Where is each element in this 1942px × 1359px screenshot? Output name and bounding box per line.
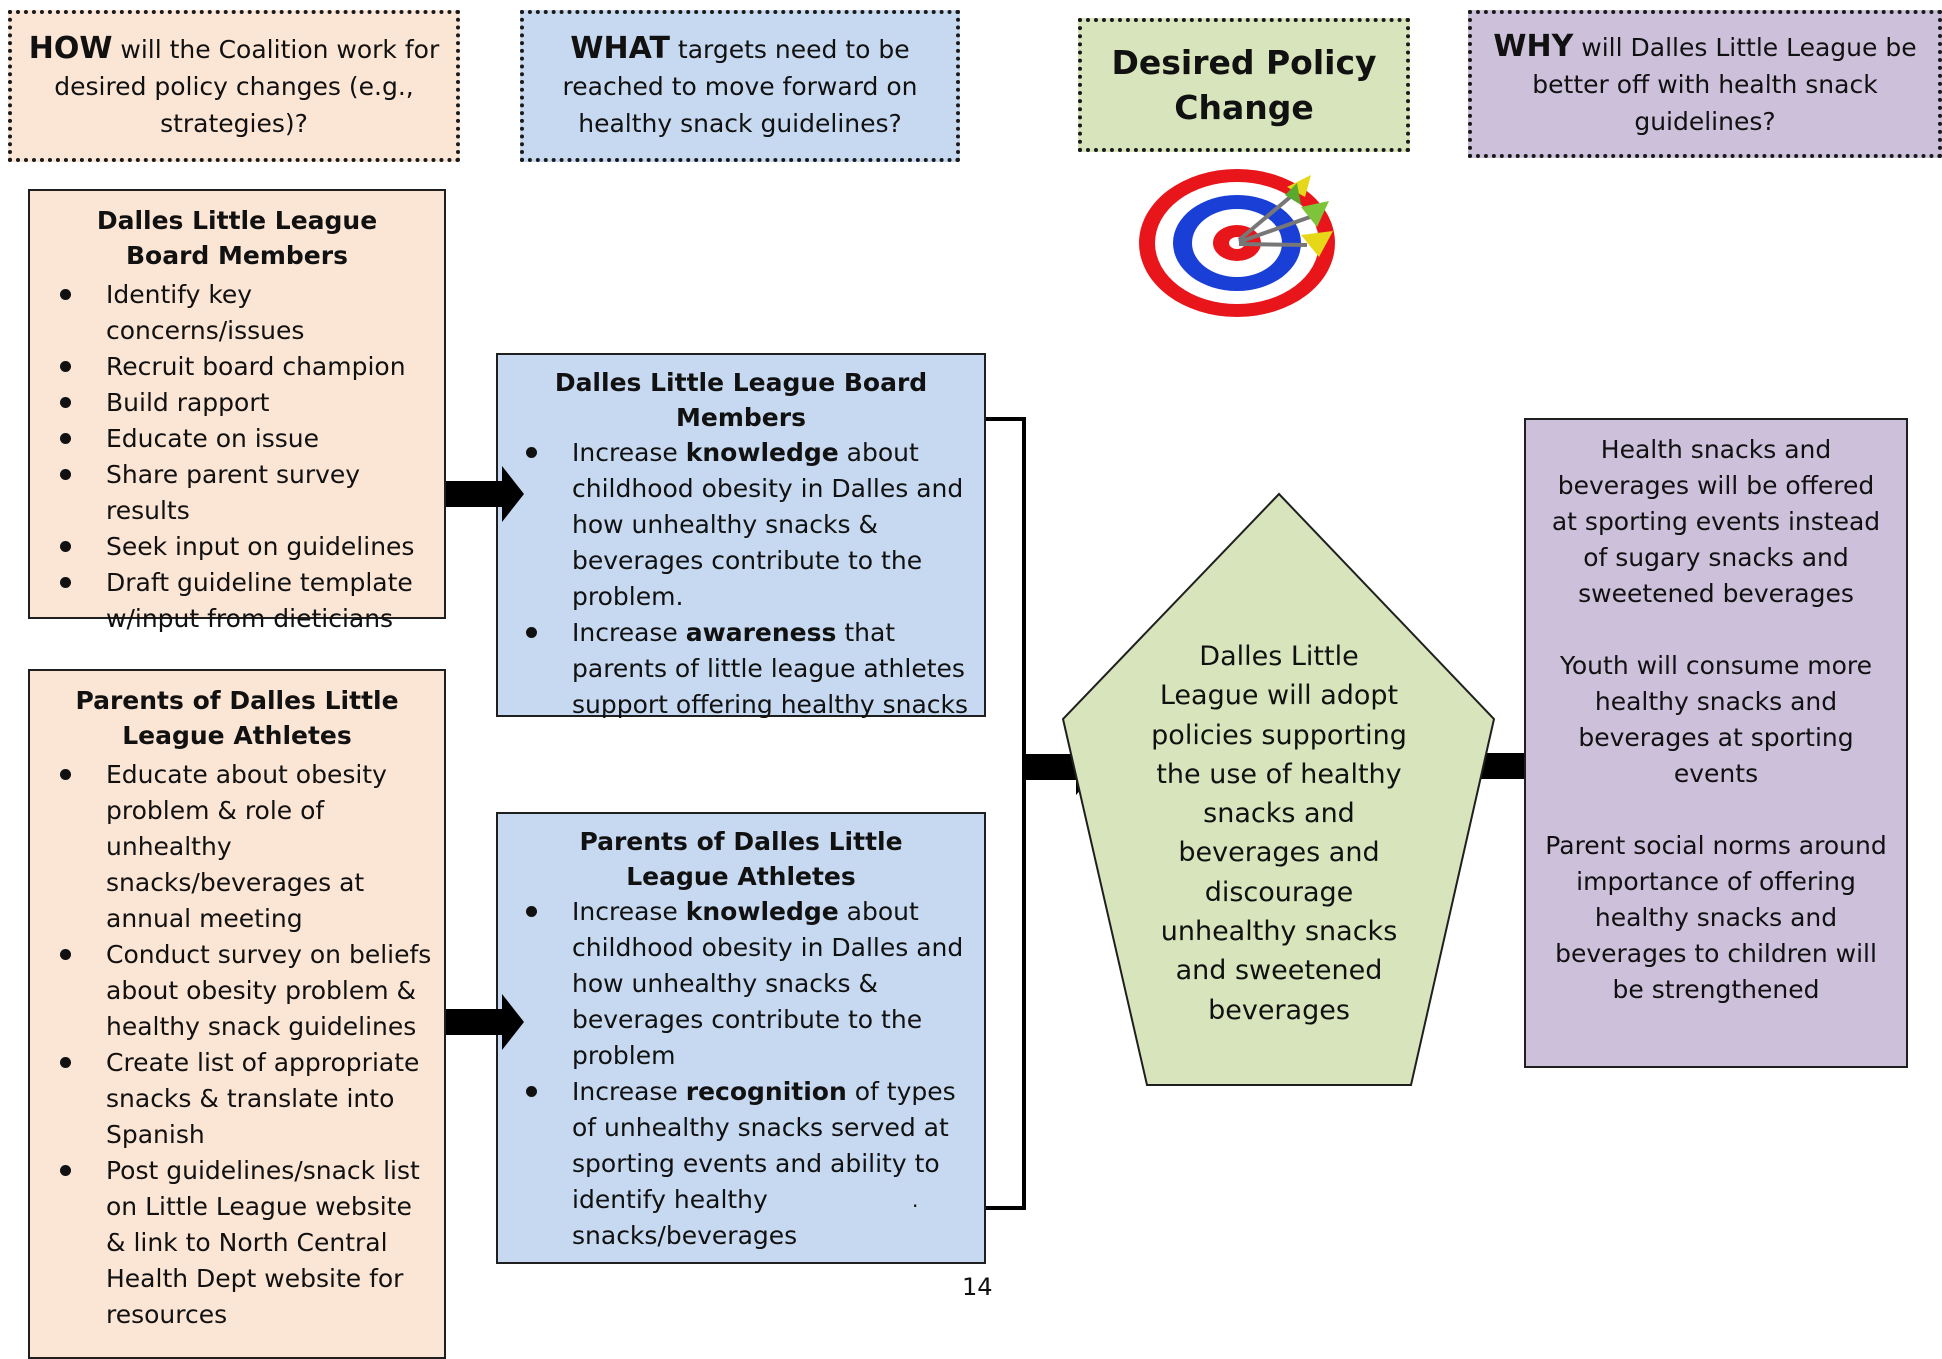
list-item: Seek input on guidelines bbox=[38, 529, 436, 565]
why-header-text: will Dalles Little League be better off … bbox=[1532, 33, 1917, 136]
why-box: Health snacks and beverages will be offe… bbox=[1524, 418, 1908, 1068]
how-header-keyword: HOW bbox=[28, 31, 113, 66]
bullseye-with-darts-icon bbox=[1139, 169, 1335, 317]
bracket-connector bbox=[986, 417, 1026, 1210]
why-item: Youth will consume more healthy snacks a… bbox=[1559, 651, 1873, 788]
list-item: Educate on issue bbox=[38, 421, 436, 457]
how-box-parents: Parents of Dalles Little League Athletes… bbox=[28, 669, 446, 1359]
how-header: HOW will the Coalition work for desired … bbox=[8, 10, 460, 162]
desired-policy-header: Desired Policy Change bbox=[1078, 18, 1410, 152]
what-box-board-members: Dalles Little League Board Members Incre… bbox=[496, 353, 986, 719]
what-header-keyword: WHAT bbox=[570, 31, 670, 66]
list-item: Increase knowledge about childhood obesi… bbox=[506, 894, 976, 1074]
list-item: Draft guideline template w/input from di… bbox=[38, 565, 436, 637]
what-header-text: targets need to be reached to move forwa… bbox=[562, 35, 918, 138]
why-item: Parent social norms around importance of… bbox=[1545, 831, 1887, 1004]
how-header-text: will the Coalition work for desired poli… bbox=[54, 35, 440, 138]
page-number: 14 bbox=[962, 1273, 993, 1301]
how-box-board-title: Dalles Little League Board Members bbox=[96, 206, 378, 270]
list-item: Share parent survey results bbox=[38, 457, 436, 529]
how-box-board-members: Dalles Little League Board Members Ident… bbox=[28, 189, 446, 633]
list-item: Increase knowledge about childhood obesi… bbox=[506, 435, 976, 615]
policy-pentagon-shape bbox=[1061, 492, 1496, 1086]
list-item: Educate about obesity problem & role of … bbox=[38, 757, 436, 937]
desired-policy-line1: Desired Policy bbox=[1111, 43, 1377, 82]
list-item: Post guidelines/snack list on Little Lea… bbox=[38, 1153, 436, 1333]
why-header: WHY will Dalles Little League be better … bbox=[1468, 10, 1942, 158]
how-box-parents-title: Parents of Dalles Little League Athletes bbox=[75, 686, 399, 750]
right-arrow-icon bbox=[446, 994, 524, 1050]
why-header-keyword: WHY bbox=[1493, 29, 1574, 64]
right-arrow-icon bbox=[446, 466, 524, 522]
list-item: Conduct survey on beliefs about obesity … bbox=[38, 937, 436, 1045]
list-item: Build rapport bbox=[38, 385, 436, 421]
list-item: Identify key concerns/issues bbox=[38, 277, 436, 349]
what-box-board-title: Dalles Little League Board Members bbox=[554, 368, 928, 432]
list-item: Increase awareness that parents of littl… bbox=[506, 615, 976, 723]
what-box-parents: Parents of Dalles Little League Athletes… bbox=[496, 812, 986, 1264]
list-item: Increase recognition of types of unhealt… bbox=[506, 1074, 976, 1254]
why-item: Health snacks and beverages will be offe… bbox=[1551, 435, 1881, 608]
desired-policy-line2: Change bbox=[1174, 88, 1314, 127]
policy-text: Dalles Little League will adopt policies… bbox=[1151, 641, 1407, 1026]
list-item: Create list of appropriate snacks & tran… bbox=[38, 1045, 436, 1153]
list-item: Recruit board champion bbox=[38, 349, 436, 385]
stray-dot: . bbox=[912, 1188, 919, 1212]
what-header: WHAT targets need to be reached to move … bbox=[520, 10, 960, 162]
what-box-parents-title: Parents of Dalles Little League Athletes bbox=[579, 827, 903, 891]
